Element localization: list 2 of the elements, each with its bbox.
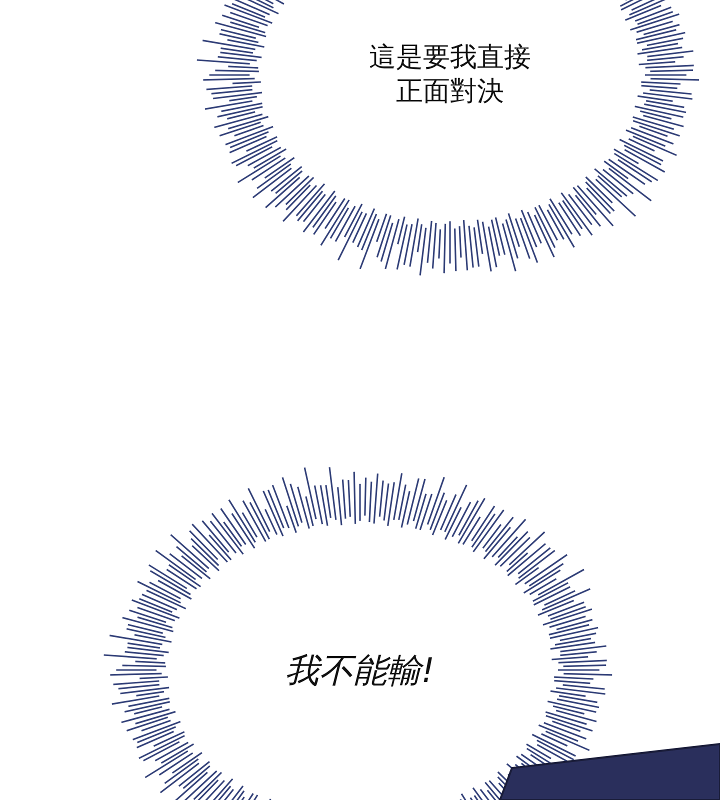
speech-text: 我不能輸! [284,650,436,692]
speech-text: 這是要我直接正面對決 [368,41,532,109]
